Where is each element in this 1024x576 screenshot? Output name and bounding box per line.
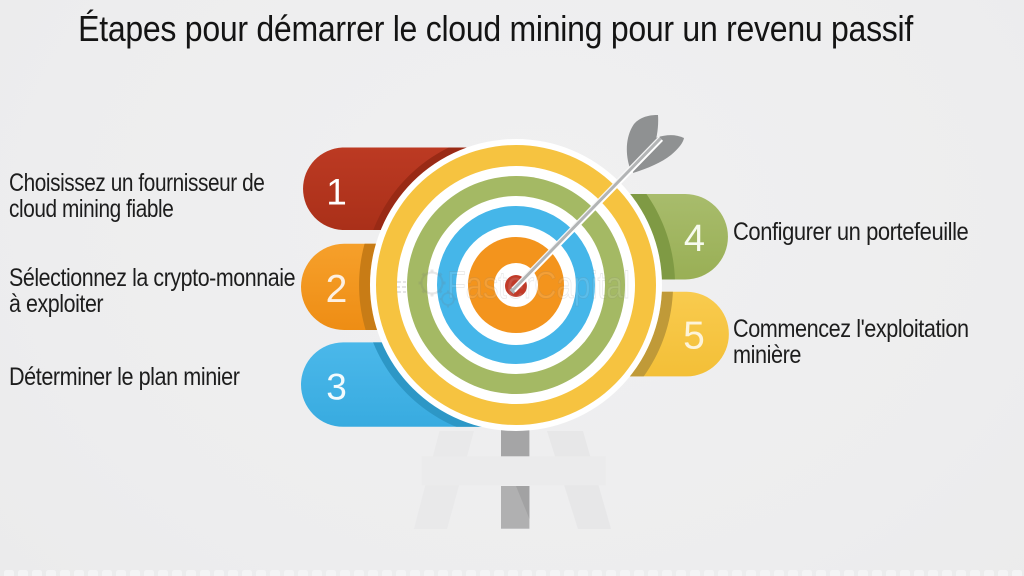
svg-text:5: 5 (683, 315, 705, 358)
svg-text:1: 1 (326, 172, 347, 213)
svg-text:FasterCapital: FasterCapital (447, 265, 630, 307)
svg-text:4: 4 (684, 218, 705, 260)
svg-text:2: 2 (326, 268, 348, 311)
svg-text:3: 3 (326, 367, 347, 408)
